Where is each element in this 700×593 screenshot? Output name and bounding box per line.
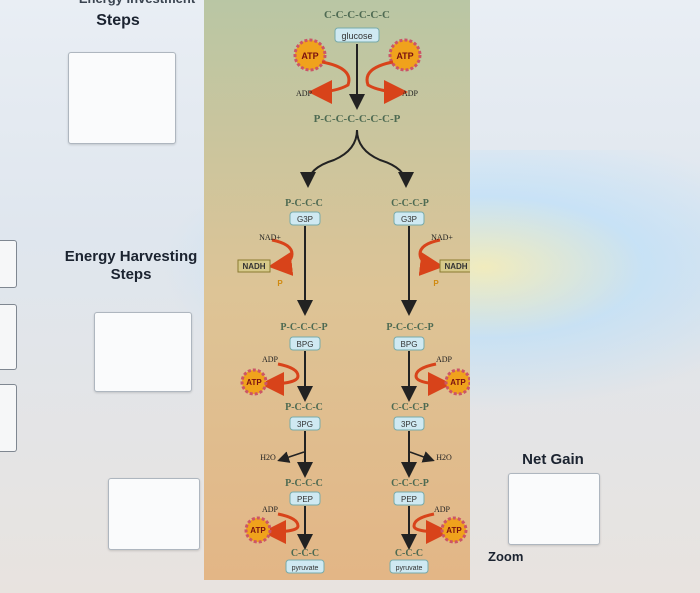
- svg-text:P-C-C-C-P: P-C-C-C-P: [280, 322, 327, 333]
- svg-text:P-C-C-C: P-C-C-C: [285, 402, 323, 413]
- svg-text:3PG: 3PG: [297, 420, 313, 429]
- svg-text:PEP: PEP: [401, 495, 417, 504]
- investment-drop-zone[interactable]: [68, 52, 176, 144]
- svg-text:ADP: ADP: [436, 355, 453, 364]
- split-arrow-left: [300, 129, 358, 188]
- right-branch: C-C-C-P G3P NAD+ NADH P P-C-C-C-P BPG AD…: [386, 198, 470, 574]
- glycolysis-diagram: C-C-C-C-C-C glucose ATP ATP ADP ADP P-C-…: [204, 0, 470, 580]
- svg-text:C-C-C-P: C-C-C-P: [391, 198, 429, 209]
- svg-text:ATP: ATP: [250, 526, 266, 535]
- harvesting-label-line2: Steps: [110, 266, 152, 283]
- investment-arrow: [365, 60, 408, 104]
- svg-text:NADH: NADH: [242, 262, 265, 271]
- harvesting-drop-zone[interactable]: [94, 312, 192, 392]
- harvesting-drop-zone-2[interactable]: [108, 478, 200, 550]
- diagram-background: [204, 0, 470, 580]
- offscreen-tile-edge[interactable]: [0, 304, 17, 370]
- energy-investment-label-cut: Energy Investment: [62, 0, 212, 8]
- adp-label: ADP: [296, 89, 313, 98]
- svg-text:H2O: H2O: [260, 453, 276, 462]
- svg-text:P-C-C-C: P-C-C-C: [285, 478, 323, 489]
- svg-text:pyruvate: pyruvate: [396, 565, 423, 572]
- svg-text:P: P: [433, 279, 439, 288]
- svg-text:C-C-C-P: C-C-C-P: [391, 402, 429, 413]
- harvesting-label-line1: Energy Harvesting: [64, 248, 198, 265]
- net-gain-label: Net Gain: [522, 451, 584, 468]
- svg-text:C-C-C: C-C-C: [395, 548, 423, 559]
- svg-text:P-C-C-C: P-C-C-C: [285, 198, 323, 209]
- adp-label: ADP: [402, 89, 419, 98]
- glucose-carbon-chain: C-C-C-C-C-C: [324, 9, 390, 21]
- svg-text:ATP: ATP: [246, 378, 262, 387]
- svg-text:P: P: [277, 279, 283, 288]
- svg-text:pyruvate: pyruvate: [292, 565, 319, 572]
- fructose-bisphosphate-chain: P-C-C-C-C-C-C-P: [314, 113, 401, 125]
- investment-arrow: [308, 60, 351, 104]
- svg-text:NADH: NADH: [444, 262, 467, 271]
- zoom-button[interactable]: Zoom: [488, 549, 524, 564]
- svg-text:PEP: PEP: [297, 495, 313, 504]
- svg-text:BPG: BPG: [401, 340, 418, 349]
- svg-text:ATP: ATP: [301, 51, 318, 61]
- glucose-box: [334, 27, 380, 43]
- svg-text:NAD+: NAD+: [431, 233, 453, 242]
- svg-text:ADP: ADP: [262, 355, 279, 364]
- svg-text:3PG: 3PG: [401, 420, 417, 429]
- svg-text:P-C-C-C-P: P-C-C-C-P: [386, 322, 433, 333]
- svg-text:C-C-C: C-C-C: [291, 548, 319, 559]
- split-arrow-right: [356, 129, 414, 188]
- svg-text:ADP: ADP: [262, 505, 279, 514]
- svg-text:H2O: H2O: [436, 453, 452, 462]
- offscreen-tile-edge[interactable]: [0, 384, 17, 452]
- investment-steps-label: Steps: [96, 12, 140, 29]
- svg-text:BPG: BPG: [297, 340, 314, 349]
- svg-text:G3P: G3P: [297, 215, 313, 224]
- atp-star-icon: ATP: [293, 38, 327, 72]
- svg-text:C-C-C-P: C-C-C-P: [391, 478, 429, 489]
- svg-text:ADP: ADP: [434, 505, 451, 514]
- svg-text:ATP: ATP: [450, 378, 466, 387]
- svg-text:G3P: G3P: [401, 215, 417, 224]
- left-branch: P-C-C-C G3P NAD+ NADH P P-C-C-C-P BPG AD…: [237, 198, 328, 574]
- glucose-label: glucose: [341, 31, 372, 41]
- svg-text:ATP: ATP: [446, 526, 462, 535]
- svg-text:ATP: ATP: [396, 51, 413, 61]
- atp-star-icon: ATP: [388, 38, 422, 72]
- svg-text:NAD+: NAD+: [259, 233, 281, 242]
- net-gain-drop-zone[interactable]: [508, 473, 600, 545]
- offscreen-tile-edge[interactable]: [0, 240, 17, 288]
